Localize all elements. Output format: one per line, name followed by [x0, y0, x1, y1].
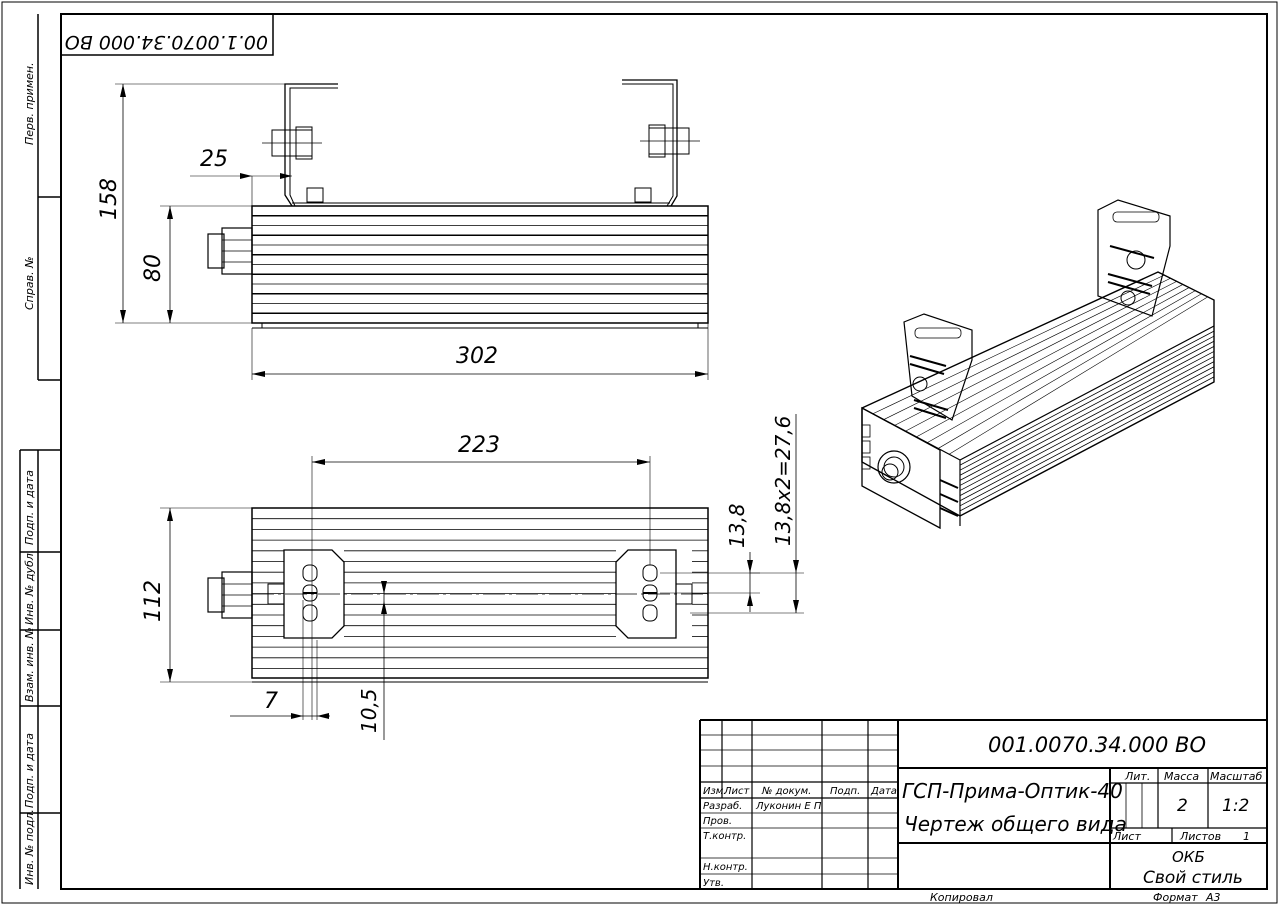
- fin-line: [959, 366, 1215, 502]
- stamp-top-left-text: 00.1.0070.34.000 ВО: [65, 31, 268, 53]
- label-perv-primen: Перв. примен.: [23, 62, 36, 145]
- top-view: 223 112 13,8 13,8х2=27,6 7 10,5: [141, 414, 804, 740]
- designation: 001.0070.34.000 ВО: [988, 733, 1206, 757]
- label-podp-data-2: Подп. и дата: [23, 733, 36, 808]
- label-vzam-inv: Взам. инв. №: [23, 627, 36, 702]
- label-sprav-no: Справ. №: [23, 256, 36, 310]
- org-line-2: Свой стиль: [1143, 868, 1243, 888]
- masshtab-label: Масштаб: [1210, 770, 1262, 783]
- dim-25: 25: [200, 147, 228, 172]
- hdr-podp: Подп.: [830, 786, 860, 797]
- footer-format-value: А3: [1205, 891, 1221, 904]
- dim-158: 158: [97, 178, 122, 220]
- fin-line: [959, 346, 1215, 481]
- name-line-1: ГСП-Прима-Оптик-40: [902, 779, 1123, 803]
- org-line-1: ОКБ: [1172, 848, 1205, 866]
- dim-13-8x2: 13,8х2=27,6: [771, 416, 795, 546]
- side-view: 158 80 25 302: [97, 79, 709, 380]
- masshtab-value: 1:2: [1222, 796, 1249, 816]
- fin-line: [959, 356, 1215, 491]
- fin-line: [948, 296, 1208, 455]
- side-margin-columns: Перв. примен. Справ. № Подп. и дата Инв.…: [19, 14, 61, 889]
- dim-13-8: 13,8: [725, 503, 749, 548]
- hdr-list: Лист: [723, 786, 751, 797]
- hdr-izm: Изм.: [703, 786, 727, 797]
- fin-line: [894, 281, 1177, 426]
- footer-kopiroval: Копировал: [930, 891, 993, 904]
- dim-112: 112: [141, 580, 166, 622]
- hdr-data: Дата: [870, 786, 897, 797]
- title-block: Изм. Лист № докум. Подп. Дата Разраб. Лу…: [699, 719, 1267, 889]
- row-razrab-name: Луконин Е П: [755, 801, 822, 812]
- fin-line: [959, 335, 1215, 471]
- label-podp-data-1: Подп. и дата: [23, 470, 36, 545]
- listov-value: 1: [1243, 830, 1250, 843]
- top-left-stamp: 00.1.0070.34.000 ВО: [60, 13, 274, 56]
- label-inv-podl: Инв. № подл.: [23, 809, 36, 885]
- row-razrab-role: Разраб.: [703, 800, 742, 812]
- isometric-view: [861, 199, 1215, 530]
- hdr-dokum: № докум.: [761, 786, 811, 797]
- dim-80: 80: [141, 254, 166, 282]
- fin-line: [905, 284, 1184, 432]
- row-utv-role: Утв.: [703, 878, 724, 889]
- row-tkontr-role: Т.контр.: [703, 831, 746, 842]
- dim-223: 223: [458, 433, 500, 458]
- fin-line: [938, 293, 1202, 449]
- lit-label: Лит.: [1124, 770, 1150, 783]
- massa-value: 2: [1177, 796, 1188, 816]
- footer-format-label: Формат: [1153, 891, 1198, 904]
- fin-line: [959, 371, 1215, 507]
- listov-label: Листов: [1179, 830, 1221, 843]
- dim-10-5: 10,5: [357, 688, 381, 733]
- massa-label: Масса: [1164, 770, 1199, 783]
- drawing-frame: [60, 13, 1268, 890]
- row-nkontr-role: Н.контр.: [703, 862, 748, 873]
- dim-7: 7: [264, 689, 278, 714]
- fin-line: [959, 376, 1215, 512]
- list-label: Лист: [1112, 830, 1141, 843]
- fin-line: [959, 330, 1215, 466]
- fin-line: [959, 340, 1215, 476]
- name-line-2: Чертеж общего вида: [904, 812, 1127, 836]
- fin-line: [959, 361, 1215, 496]
- fin-line: [959, 351, 1215, 486]
- row-prov-role: Пров.: [703, 816, 732, 827]
- dim-302: 302: [456, 344, 498, 369]
- label-inv-dubl: Инв. № дубл.: [23, 550, 36, 625]
